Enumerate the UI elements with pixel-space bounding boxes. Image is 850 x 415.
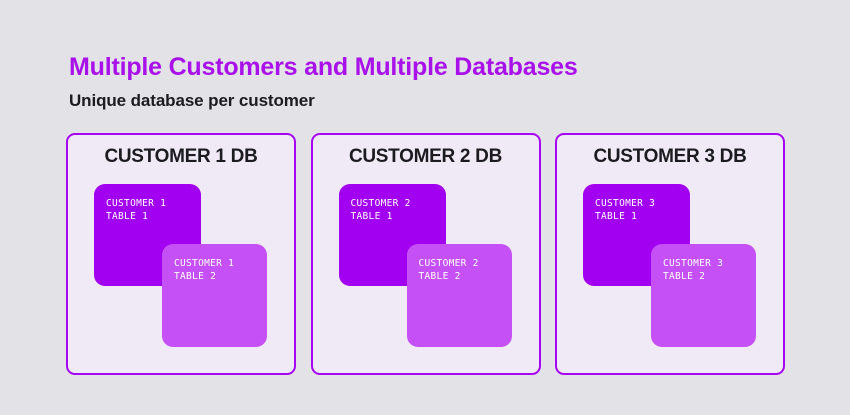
table-box-line-1: CUSTOMER 2 [418,258,479,269]
table-box-line-1: CUSTOMER 2 [350,198,411,209]
table-box-label: CUSTOMER 3 TABLE 2 [663,257,723,283]
database-card-title: CUSTOMER 2 DB [348,146,503,167]
table-box-label: CUSTOMER 1 TABLE 2 [174,257,234,283]
table-box-line-2: TABLE 1 [106,211,149,222]
table-box-line-1: CUSTOMER 3 [663,258,724,269]
page-title: Multiple Customers and Multiple Database… [69,53,578,81]
table-box-label: CUSTOMER 2 TABLE 2 [419,257,479,283]
table-box-line-2: TABLE 2 [174,271,217,282]
table-box-line-2: TABLE 2 [418,271,461,282]
table-box-label: CUSTOMER 2 TABLE 1 [351,197,411,223]
table-box-line-1: CUSTOMER 3 [595,198,656,209]
database-card-customer-2: CUSTOMER 2 DB CUSTOMER 2 TABLE 1 CUSTOME… [310,133,541,375]
table-box-customer-1-table-1: CUSTOMER 1 TABLE 1 [94,184,201,286]
table-box-label: CUSTOMER 1 TABLE 1 [106,197,166,223]
database-card-title: CUSTOMER 1 DB [104,146,258,167]
table-box-label: CUSTOMER 3 TABLE 1 [595,197,655,223]
table-box-line-1: CUSTOMER 1 [174,258,235,269]
page-subtitle: Unique database per customer [69,91,315,110]
table-box-line-2: TABLE 1 [350,211,393,222]
table-box-customer-2-table-2: CUSTOMER 2 TABLE 2 [406,244,512,347]
table-box-line-1: CUSTOMER 1 [106,198,167,209]
table-box-line-2: TABLE 2 [663,271,706,282]
database-cards-row: CUSTOMER 1 DB CUSTOMER 1 TABLE 1 CUSTOME… [66,133,785,375]
database-card-customer-3: CUSTOMER 3 DB CUSTOMER 3 TABLE 1 CUSTOME… [555,133,785,375]
database-card-title: CUSTOMER 3 DB [593,146,747,167]
table-box-customer-1-table-2: CUSTOMER 1 TABLE 2 [162,244,267,347]
database-card-customer-1: CUSTOMER 1 DB CUSTOMER 1 TABLE 1 CUSTOME… [66,133,296,375]
table-box-line-2: TABLE 1 [595,211,638,222]
table-box-customer-3-table-2: CUSTOMER 3 TABLE 2 [651,244,756,347]
